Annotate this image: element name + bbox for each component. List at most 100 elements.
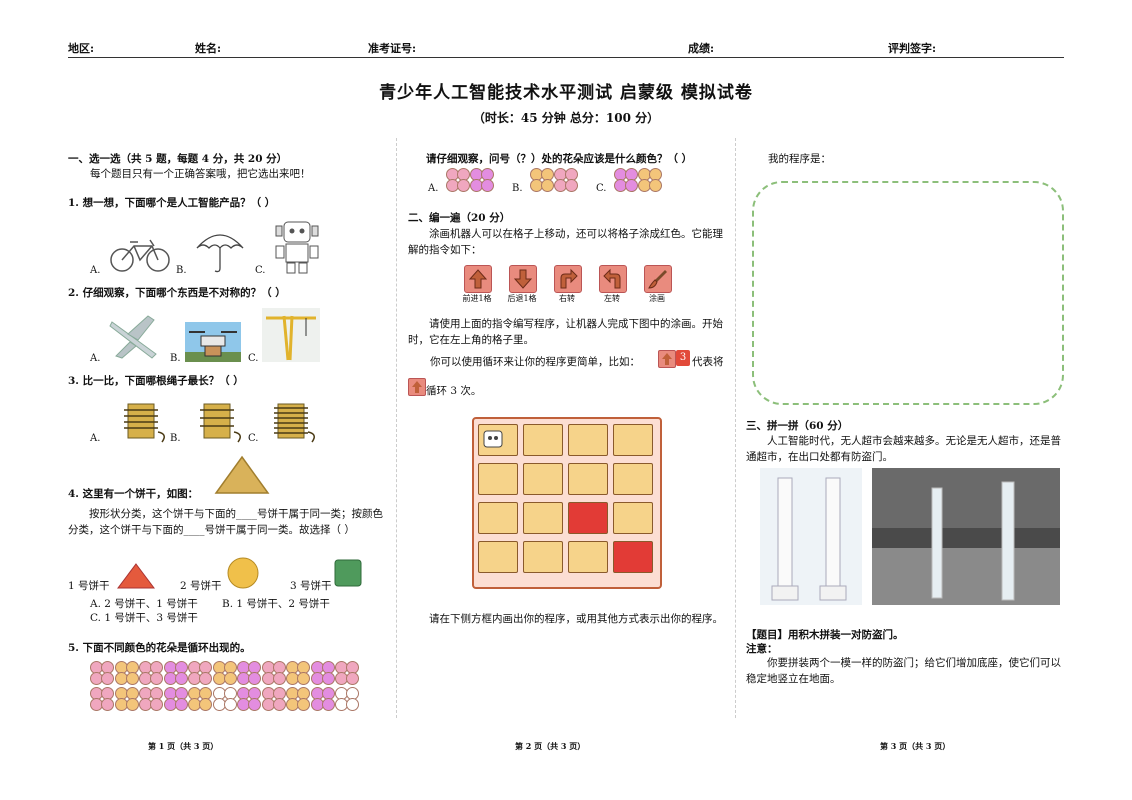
robot-icon (483, 430, 503, 448)
flower-petal (297, 698, 310, 711)
question-5: 5. 下面不同颜色的花朵是循环出现的。 (68, 642, 251, 654)
grid-cell (568, 502, 608, 534)
grid-cell (523, 463, 563, 495)
section3-heading: 三、拼一拼（60 分） (746, 420, 849, 432)
biscuit-2-label: 2 号饼干 (180, 580, 222, 592)
flower-petal (223, 698, 237, 711)
robot-image (275, 221, 319, 274)
flower-icon (261, 661, 286, 685)
backward-command-icon (509, 265, 537, 293)
grid-cell (523, 541, 563, 573)
flower-petal (150, 698, 163, 711)
grid-cell (523, 502, 563, 534)
forward-loop-icon (658, 350, 676, 368)
section2-intro: 涂画机器人可以在格子上移动，还可以将格子涂成红色。它能理解的指令如下： (408, 228, 723, 256)
flower-icon (188, 687, 212, 711)
flower-icon (139, 687, 163, 711)
flower-petal (565, 179, 578, 192)
loop-hint-text-3: 循环 3 次。 (426, 385, 482, 397)
question-3: 3. 比一比，下面哪根绳子最长？（ ） (68, 375, 244, 387)
flower-petal (248, 698, 261, 711)
question-1: 1. 想一想，下面哪个是人工智能产品？（ ） (68, 197, 276, 209)
flower-icon (335, 661, 359, 685)
task-heading: 【题目】用积木拼装一对防盗门。 (746, 629, 904, 641)
red-triangle-biscuit (117, 563, 155, 589)
q1-option-a: A. (90, 265, 101, 276)
turn-left-command-label: 左转 (604, 294, 620, 303)
grid-cell (568, 424, 608, 456)
q4-option-b: B. 1 号饼干、2 号饼干 (222, 598, 330, 610)
q3-option-a: A. (90, 433, 101, 444)
crane-image (262, 308, 320, 362)
flower-petal (174, 672, 188, 685)
header-ticket: 准考证号: (368, 42, 417, 55)
flower-petal (346, 698, 359, 711)
flower-petal (321, 672, 335, 685)
flower-petal (481, 179, 494, 192)
q3-option-c: C. (248, 433, 259, 444)
flower-petal (125, 698, 139, 711)
q5-option-b: B. (512, 183, 523, 194)
flower-icon (163, 661, 188, 685)
flower-petal (101, 698, 114, 711)
grid-cell (478, 541, 518, 573)
q1-option-b: B. (176, 265, 187, 276)
flower-icon (310, 687, 335, 711)
grid-cell (613, 424, 653, 456)
header-rule (68, 57, 1064, 58)
question-2: 2. 仔细观察，下面哪个东西是不对称的？（ ） (68, 287, 286, 299)
rope-spool-c-image (274, 403, 315, 443)
flower-petal (150, 672, 163, 685)
question-4-text: 按形状分类，这个饼干与下面的____号饼干属于同一类；按颜色分类，这个饼干与下面… (68, 508, 383, 536)
flower-petal (125, 672, 139, 685)
section2-heading: 二、编一遍（20 分） (408, 212, 511, 224)
q2-option-c: C. (248, 353, 259, 364)
option-flower-icon (554, 168, 578, 192)
turn-left-command-icon (599, 265, 627, 293)
flower-petal (297, 672, 310, 685)
q4-option-a: A. 2 号饼干、1 号饼干 (90, 598, 198, 610)
loop-hint-text: 你可以使用循环来让你的程序更简单，比如： (430, 356, 640, 368)
q4-option-c: C. 1 号饼干、3 号饼干 (90, 612, 198, 624)
section1-intro: 每个题目只有一个正确答案哦，把它选出来吧！ (90, 168, 311, 180)
flower-petal (248, 672, 261, 685)
yellow-circle-biscuit (227, 557, 259, 589)
option-flower-icon (638, 168, 662, 192)
q5-option-a: A. (428, 183, 439, 194)
bicycle-image (110, 239, 170, 272)
page-footer-1: 第 1 页（共 3 页） (148, 741, 219, 751)
loop-hint-text-2: 代表将 (692, 356, 724, 368)
section3-intro: 人工智能时代，无人超市会越来越多。无论是无人超市，还是普通超市，在出口处都有防盗… (746, 435, 1061, 463)
option-flower-icon (470, 168, 494, 192)
airplane-image (109, 315, 157, 359)
q2-option-a: A. (90, 353, 101, 364)
flower-petal (457, 179, 470, 192)
column-divider (396, 138, 397, 718)
flower-icon (310, 661, 335, 685)
q1-option-c: C. (255, 265, 266, 276)
page-footer-3: 第 3 页（共 3 页） (880, 741, 951, 751)
flower-icon (237, 661, 261, 685)
forward-command-icon (464, 265, 492, 293)
flower-petal (541, 179, 554, 192)
drone-image (185, 322, 241, 362)
q2-option-b: B. (170, 353, 181, 364)
flower-icon (212, 661, 237, 685)
rope-spool-a-image (124, 403, 165, 443)
grid-cell (613, 541, 653, 573)
option-flower-icon (446, 168, 470, 192)
flower-icon (139, 661, 163, 685)
program-drawing-area[interactable] (752, 181, 1064, 405)
flower-petal (272, 672, 286, 685)
paint-command-label: 涂画 (649, 294, 665, 303)
turn-right-command-label: 右转 (559, 294, 575, 303)
flower-petal (199, 672, 212, 685)
note-heading: 注意： (746, 643, 778, 655)
grid-cell (568, 463, 608, 495)
question-5-continued: 请仔细观察，问号（？）处的花朵应该是什么颜色？（ ） (426, 153, 693, 165)
flower-icon (212, 687, 237, 711)
flower-petal (101, 672, 114, 685)
flower-petal (199, 698, 212, 711)
grid-cell (523, 424, 563, 456)
flower-icon (237, 687, 261, 711)
